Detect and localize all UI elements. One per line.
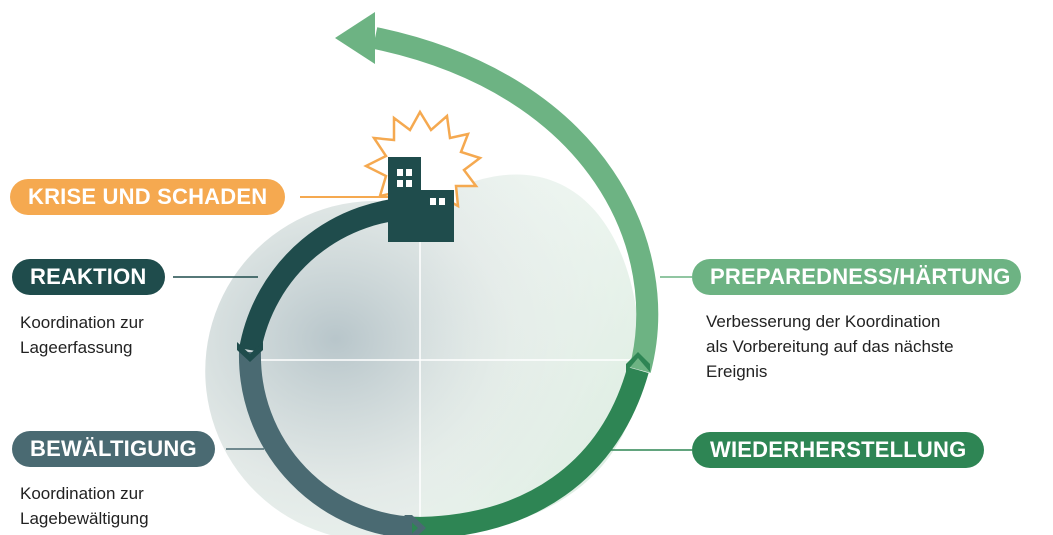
phase-description-reaction: Koordination zur Lageerfassung: [20, 313, 144, 357]
chevron-recovery-preparedness: [626, 352, 650, 372]
phase-label-crisis: KRISE UND SCHADEN: [10, 179, 286, 215]
ring-segment-recovery: [411, 366, 649, 535]
cycle-area-highlight: [420, 174, 640, 535]
phase-description-preparedness: Verbesserung der Koordination als Vorber…: [706, 312, 954, 381]
cycle-arrow-icon: [335, 12, 375, 64]
phase-label-reaction: REAKTION: [12, 259, 165, 295]
phase-label-coping: BEWÄLTIGUNG: [12, 431, 215, 467]
chevron-coping-recovery: [404, 515, 426, 535]
ring-segment-coping: [238, 351, 421, 535]
chevron-reaction-coping: [237, 342, 263, 362]
phase-label-preparedness: PREPAREDNESS/HÄRTUNG: [692, 259, 1021, 295]
phase-description-coping: Koordination zur Lagebewältigung: [20, 484, 149, 528]
building-icon: [388, 157, 454, 242]
ring-segment-reaction: [239, 196, 421, 353]
ring-segment-preparedness: [372, 27, 659, 373]
phase-label-recovery: WIEDERHERSTELLUNG: [692, 432, 985, 468]
